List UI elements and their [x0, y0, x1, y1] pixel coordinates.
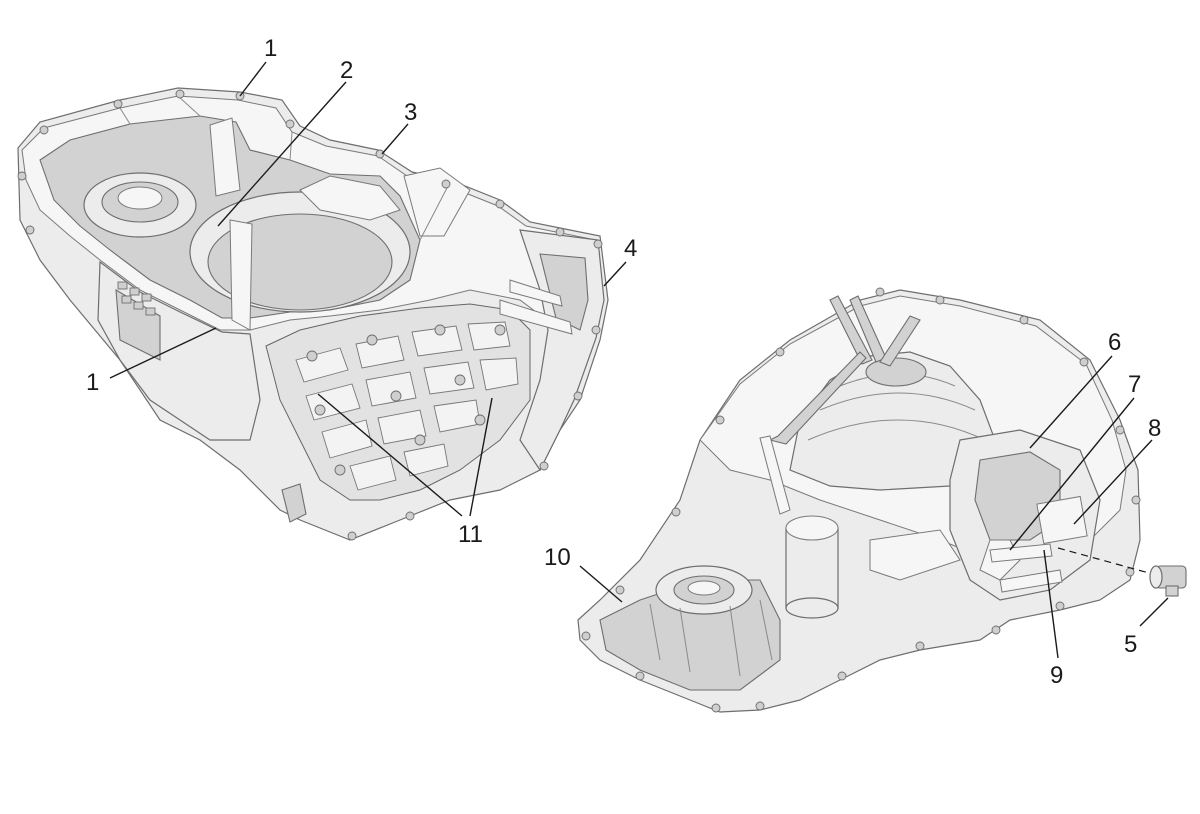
callout-5: 5 [1124, 631, 1137, 658]
callout-labels: 1 2 3 4 1 11 6 7 8 10 9 5 [86, 35, 1161, 689]
leader-lines [109, 61, 1169, 659]
callout-6: 6 [1108, 329, 1121, 356]
callout-10: 10 [544, 544, 571, 571]
callout-4: 4 [624, 235, 637, 262]
plug-part [1057, 547, 1187, 597]
callout-1-top: 1 [264, 35, 277, 62]
callout-2: 2 [340, 57, 353, 84]
left-transmission-case [17, 87, 609, 541]
callout-9: 9 [1050, 662, 1063, 689]
callout-8: 8 [1148, 415, 1161, 442]
connector-grid [117, 281, 156, 316]
callout-11: 11 [458, 521, 483, 548]
callout-7: 7 [1128, 371, 1141, 398]
right-transmission-case [577, 287, 1141, 713]
callout-1-left: 1 [86, 369, 99, 396]
callout-3: 3 [404, 99, 417, 126]
